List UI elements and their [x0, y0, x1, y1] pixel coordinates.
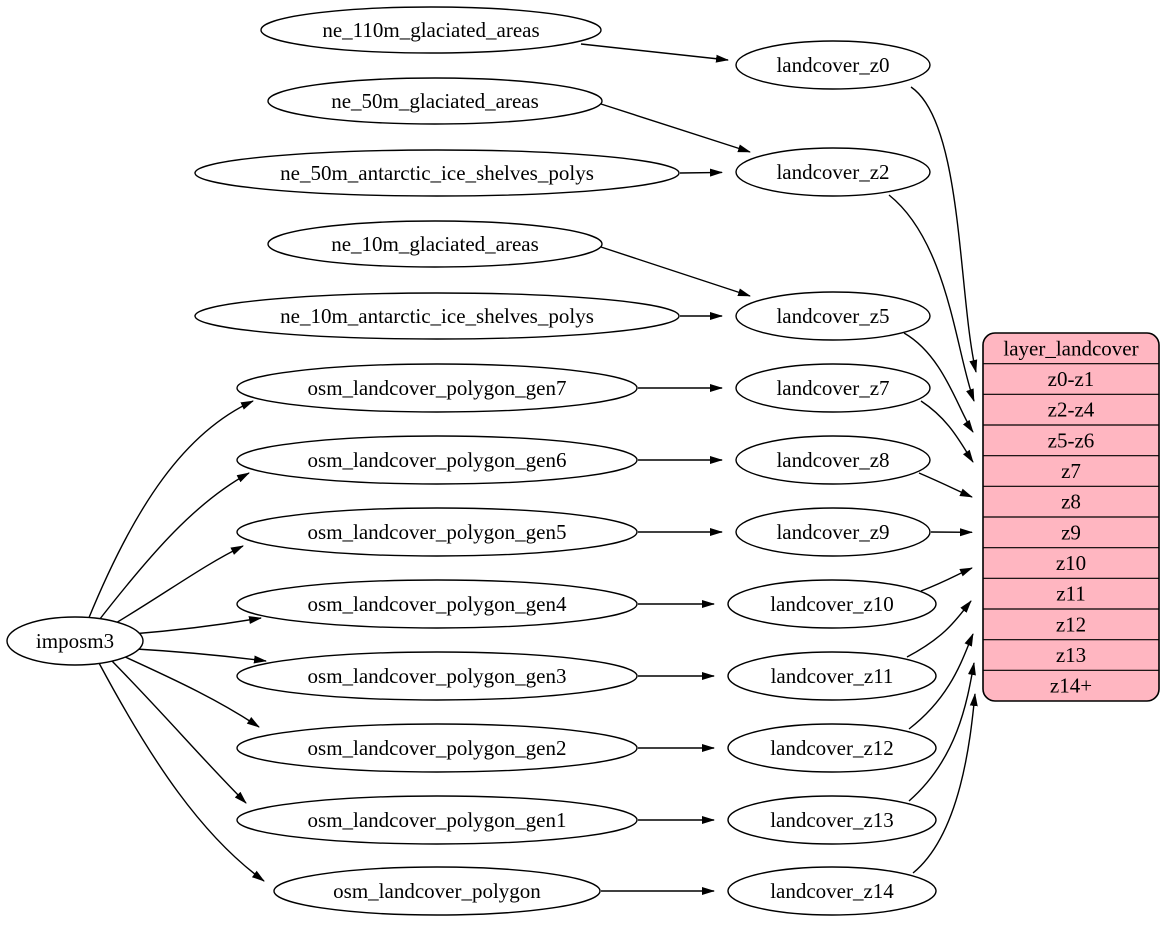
- node-ne-10m-glaciated-areas: ne_10m_glaciated_areas: [268, 221, 602, 267]
- edge-ne10m-glaciated-to-z5: [601, 247, 750, 296]
- edge-z7-to-row-z7: [921, 401, 973, 462]
- node-landcover-z8-label: landcover_z8: [776, 448, 889, 472]
- node-ne-110m-glaciated-areas: ne_110m_glaciated_areas: [261, 7, 601, 53]
- node-osm-landcover-polygon-gen6-label: osm_landcover_polygon_gen6: [308, 448, 567, 472]
- node-osm-landcover-polygon-gen4-label: osm_landcover_polygon_gen4: [308, 592, 567, 616]
- edge-imposm3-to-gen2: [123, 656, 259, 727]
- layer-landcover-row-z13: z13: [1056, 643, 1086, 667]
- node-landcover-z14-label: landcover_z14: [770, 879, 894, 903]
- node-landcover-z10: landcover_z10: [728, 580, 936, 628]
- edge-imposm3-to-gen6: [96, 473, 249, 624]
- edge-imposm3-to-polygon: [99, 663, 264, 881]
- edge-z2-to-row-z2-z4: [889, 195, 974, 401]
- node-ne-10m-antarctic-ice-shelves-polys: ne_10m_antarctic_ice_shelves_polys: [195, 293, 679, 339]
- node-ne-110m-glaciated-areas-label: ne_110m_glaciated_areas: [322, 18, 539, 42]
- node-osm-landcover-polygon-gen7-label: osm_landcover_polygon_gen7: [308, 376, 567, 400]
- node-osm-landcover-polygon-gen3: osm_landcover_polygon_gen3: [237, 652, 637, 700]
- edge-imposm3-to-gen7: [88, 401, 253, 620]
- edge-ne50m-antarctic-to-z2: [680, 172, 722, 173]
- node-layer-landcover-table: layer_landcover z0-z1 z2-z4 z5-z6 z7 z8 …: [983, 333, 1159, 701]
- node-landcover-z13: landcover_z13: [728, 796, 936, 844]
- edge-z8-to-row-z8: [919, 473, 972, 497]
- layer-landcover-row-z7: z7: [1061, 459, 1081, 483]
- node-landcover-z5-label: landcover_z5: [776, 304, 889, 328]
- node-landcover-z14: landcover_z14: [728, 867, 936, 915]
- node-landcover-z9: landcover_z9: [736, 508, 930, 556]
- node-landcover-z7-label: landcover_z7: [776, 376, 889, 400]
- node-landcover-z10-label: landcover_z10: [770, 592, 894, 616]
- layer-landcover-row-z9: z9: [1061, 520, 1081, 544]
- node-landcover-z2-label: landcover_z2: [776, 160, 889, 184]
- node-osm-landcover-polygon-gen5: osm_landcover_polygon_gen5: [237, 508, 637, 556]
- edge-ne110m-glaciated-to-z0: [581, 44, 728, 60]
- layer-landcover-row-z5-z6: z5-z6: [1048, 428, 1095, 452]
- edge-ne50m-glaciated-to-z2: [601, 104, 750, 152]
- node-osm-landcover-polygon-gen2-label: osm_landcover_polygon_gen2: [308, 736, 567, 760]
- node-landcover-z9-label: landcover_z9: [776, 520, 889, 544]
- layer-landcover-row-z14plus: z14+: [1050, 674, 1092, 698]
- node-osm-landcover-polygon-gen3-label: osm_landcover_polygon_gen3: [308, 664, 567, 688]
- node-landcover-z12-label: landcover_z12: [770, 736, 894, 760]
- node-landcover-z2: landcover_z2: [736, 148, 930, 196]
- node-osm-landcover-polygon-gen7: osm_landcover_polygon_gen7: [237, 364, 637, 412]
- edge-imposm3-to-gen3: [136, 649, 266, 661]
- node-osm-landcover-polygon-gen1-label: osm_landcover_polygon_gen1: [308, 808, 567, 832]
- edge-z0-to-row-z0-z1: [911, 87, 976, 372]
- layer-landcover-row-z11: z11: [1056, 582, 1086, 606]
- node-osm-landcover-polygon-gen1: osm_landcover_polygon_gen1: [237, 796, 637, 844]
- edge-z14-to-row-z14plus: [913, 694, 975, 873]
- node-osm-landcover-polygon-gen2: osm_landcover_polygon_gen2: [237, 724, 637, 772]
- node-landcover-z5: landcover_z5: [736, 292, 930, 340]
- node-ne-50m-antarctic-ice-shelves-polys-label: ne_50m_antarctic_ice_shelves_polys: [280, 161, 594, 185]
- node-osm-landcover-polygon-gen6: osm_landcover_polygon_gen6: [237, 436, 637, 484]
- edge-imposm3-to-gen4: [132, 618, 261, 634]
- node-ne-50m-glaciated-areas-label: ne_50m_glaciated_areas: [331, 89, 539, 113]
- node-ne-10m-glaciated-areas-label: ne_10m_glaciated_areas: [331, 232, 539, 256]
- edge-imposm3-to-gen5: [106, 546, 243, 629]
- node-osm-landcover-polygon-gen4: osm_landcover_polygon_gen4: [237, 580, 637, 628]
- node-ne-10m-antarctic-ice-shelves-polys-label: ne_10m_antarctic_ice_shelves_polys: [280, 304, 594, 328]
- layer-landcover-row-z2-z4: z2-z4: [1048, 398, 1095, 422]
- node-landcover-z7: landcover_z7: [736, 364, 930, 412]
- node-landcover-z0-label: landcover_z0: [776, 53, 889, 77]
- node-osm-landcover-polygon-label: osm_landcover_polygon: [333, 879, 541, 903]
- edge-z10-to-row-z10: [921, 568, 972, 591]
- node-landcover-z12: landcover_z12: [728, 724, 936, 772]
- node-osm-landcover-polygon: osm_landcover_polygon: [274, 867, 600, 915]
- layer-landcover-row-z8: z8: [1061, 490, 1081, 514]
- layer-landcover-row-z12: z12: [1056, 612, 1086, 636]
- layer-landcover-title: layer_landcover: [1003, 336, 1138, 360]
- node-ne-50m-antarctic-ice-shelves-polys: ne_50m_antarctic_ice_shelves_polys: [195, 150, 679, 196]
- node-osm-landcover-polygon-gen5-label: osm_landcover_polygon_gen5: [308, 520, 567, 544]
- node-ne-50m-glaciated-areas: ne_50m_glaciated_areas: [268, 78, 602, 124]
- node-landcover-z8: landcover_z8: [736, 436, 930, 484]
- node-landcover-z11: landcover_z11: [728, 652, 936, 700]
- node-landcover-z11-label: landcover_z11: [771, 664, 894, 688]
- node-landcover-z0: landcover_z0: [736, 41, 930, 89]
- node-imposm3: imposm3: [7, 617, 143, 665]
- layer-landcover-row-z0-z1: z0-z1: [1048, 367, 1095, 391]
- node-imposm3-label: imposm3: [36, 629, 114, 653]
- layer-landcover-row-z10: z10: [1056, 551, 1086, 575]
- node-landcover-z13-label: landcover_z13: [770, 808, 894, 832]
